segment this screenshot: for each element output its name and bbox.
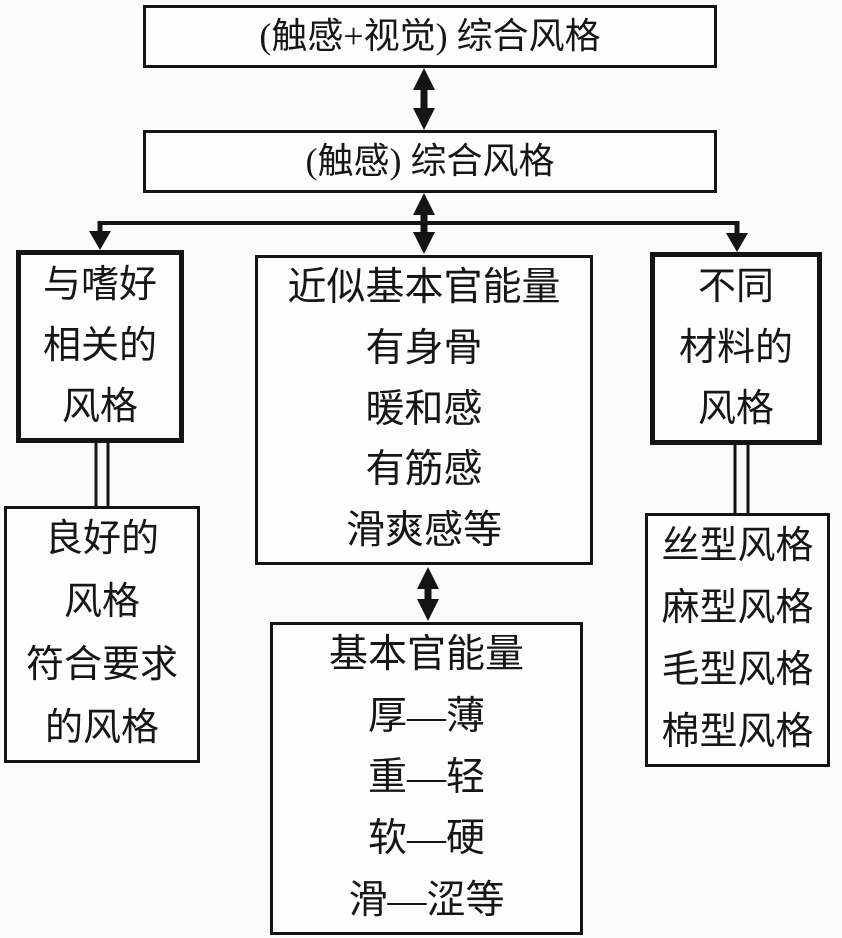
arrow-branch-to-material <box>726 221 748 252</box>
double-line-preference-goodstyle <box>94 441 110 506</box>
double-arrow-touchvisual-touch <box>413 68 435 130</box>
node-label-line: 麻型风格 <box>661 587 814 630</box>
node-material-type-styles: 丝型风格 麻型风格 毛型风格 棉型风格 <box>645 513 830 767</box>
node-label-line: 软—硬 <box>367 817 485 861</box>
node-touch-style: (触感) 综合风格 <box>143 130 717 193</box>
node-basic-senses: 基本官能量 厚—薄 重—轻 软—硬 滑—涩等 <box>270 622 583 935</box>
node-label-line: 不同 <box>697 265 774 308</box>
node-label-line: 重—轻 <box>367 756 485 800</box>
node-label-line: 丝型风格 <box>661 525 814 568</box>
node-label-line: 风格 <box>697 387 774 430</box>
node-label-line: 材料的 <box>678 326 793 369</box>
node-label-line: 近似基本官能量 <box>287 265 561 309</box>
double-arrow-approx-basic <box>417 567 439 621</box>
node-label-line: 风格 <box>63 581 140 624</box>
node-touch-visual-style: (触感+视觉) 综合风格 <box>143 5 717 68</box>
node-label-line: 滑爽感等 <box>345 509 502 553</box>
arrow-branch-to-preference <box>89 221 111 250</box>
node-approx-basic-senses: 近似基本官能量 有身骨 暖和感 有筋感 滑爽感等 <box>255 255 593 565</box>
node-label-line: 毛型风格 <box>661 649 814 692</box>
node-label-line: 有筋感 <box>365 448 483 492</box>
node-label-line: 符合要求 <box>25 643 178 686</box>
node-label-line: 与嗜好 <box>42 263 157 306</box>
node-label-line: 的风格 <box>44 706 159 749</box>
node-label-line: 良好的 <box>44 518 159 561</box>
node-label-line: 风格 <box>61 385 138 428</box>
node-label: (触感+视觉) 综合风格 <box>259 15 601 56</box>
node-good-style: 良好的 风格 符合要求 的风格 <box>4 506 200 763</box>
node-label-line: 厚—薄 <box>367 694 485 738</box>
node-label-line: 相关的 <box>42 324 157 367</box>
double-arrow-touch-branch <box>413 193 435 254</box>
node-label-line: 有身骨 <box>365 326 483 370</box>
node-label-line: 滑—涩等 <box>348 878 505 922</box>
node-material-style: 不同 材料的 风格 <box>650 252 822 445</box>
node-label-line: 棉型风格 <box>661 711 814 754</box>
node-label-line: 暖和感 <box>365 387 483 431</box>
node-label-line: 基本官能量 <box>328 633 524 677</box>
node-label: (触感) 综合风格 <box>305 140 555 181</box>
double-line-material-types <box>733 443 750 513</box>
node-preference-style: 与嗜好 相关的 风格 <box>16 250 184 443</box>
